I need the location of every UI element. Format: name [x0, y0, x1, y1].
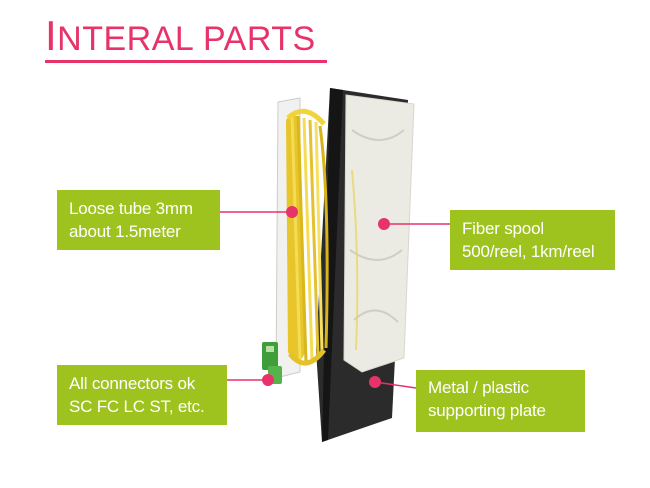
leader-line-plate — [374, 381, 417, 389]
page-title: INTERAL PARTS — [45, 14, 316, 61]
leader-dot-plate — [369, 376, 381, 388]
title-initial: I — [45, 12, 58, 59]
leader-dot-connectors — [262, 374, 274, 386]
label-loose-tube-line2: about 1.5meter — [69, 222, 181, 241]
label-fiber-spool-line2: 500/reel, 1km/reel — [462, 242, 595, 261]
title-rest: NTERAL PARTS — [57, 20, 316, 58]
label-supporting-plate-line2: supporting plate — [428, 401, 546, 420]
label-fiber-spool: Fiber spool 500/reel, 1km/reel — [450, 210, 615, 270]
leader-dot-tube — [286, 206, 298, 218]
label-connectors-line2: SC FC LC ST, etc. — [69, 397, 205, 416]
fiber-spool-fiber — [351, 169, 359, 351]
fiber-spool-bag — [343, 94, 415, 373]
label-supporting-plate: Metal / plastic supporting plate — [416, 370, 585, 432]
leader-dot-spool — [378, 218, 390, 230]
label-fiber-spool-line1: Fiber spool — [462, 219, 544, 238]
label-supporting-plate-line1: Metal / plastic — [428, 378, 529, 397]
label-connectors-line1: All connectors ok — [69, 374, 196, 393]
title-underline — [45, 60, 327, 63]
label-connectors: All connectors ok SC FC LC ST, etc. — [57, 365, 227, 425]
loose-tube-coil — [286, 108, 329, 366]
supporting-plate-edge — [322, 88, 343, 442]
label-loose-tube-line1: Loose tube 3mm — [69, 199, 193, 218]
label-loose-tube: Loose tube 3mm about 1.5meter — [57, 190, 220, 250]
